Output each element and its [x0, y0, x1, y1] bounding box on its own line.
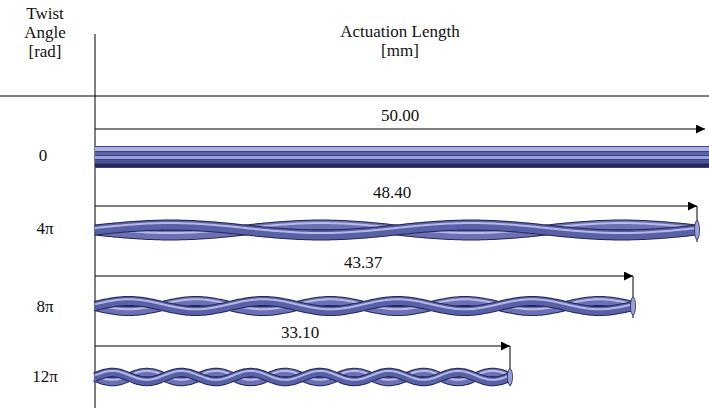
twist-angle: 8π	[34, 297, 55, 316]
rope-highlight	[95, 371, 510, 380]
header-rule	[0, 96, 709, 97]
rope-highlight	[95, 223, 697, 233]
dimension-arrow	[95, 345, 510, 346]
rope-strand-outline	[95, 301, 633, 311]
rope-highlight	[95, 299, 633, 309]
twist-angle: 0	[37, 146, 50, 165]
dimension-label: 43.37	[342, 253, 384, 272]
rope-end	[508, 369, 513, 386]
untwisted-rope	[95, 146, 709, 168]
dimension-arrow	[95, 128, 705, 129]
dimension-label: 50.00	[379, 106, 421, 125]
twist-angle: 12π	[30, 367, 60, 386]
rope-strand-outline	[95, 301, 633, 311]
rope-end	[631, 297, 636, 315]
rope-end	[695, 221, 700, 240]
dimension-label: 48.40	[371, 183, 413, 202]
dimension-arrow	[95, 275, 633, 276]
column-header: Twist Angle [rad]	[14, 4, 76, 61]
column-rule	[95, 34, 96, 408]
column-header: Actuation Length [mm]	[340, 22, 460, 60]
rope-strand	[95, 301, 633, 311]
dimension-arrow	[95, 205, 697, 206]
dimension-label: 33.10	[279, 323, 321, 342]
rope-strand	[95, 301, 633, 311]
twist-angle: 4π	[34, 219, 55, 238]
